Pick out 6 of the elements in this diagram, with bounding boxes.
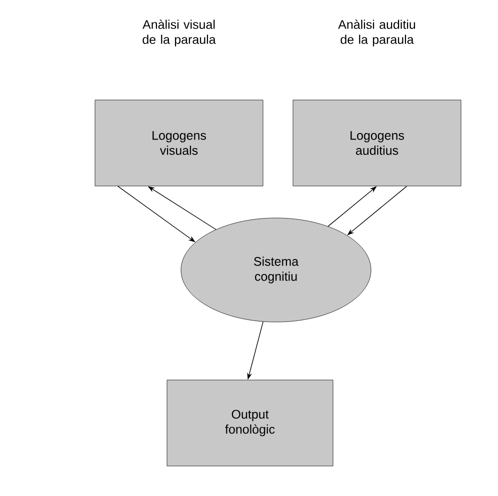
process-box: Logogens visuals xyxy=(94,100,264,186)
process-box: Output fonològic xyxy=(166,380,334,466)
process-box: Logogens auditius xyxy=(292,100,462,186)
heading-label: Anàlisi auditiu de la paraula xyxy=(338,20,416,46)
ellipse-node: Sistema cognitiu xyxy=(180,218,372,322)
heading-label: Anàlisi visual de la paraula xyxy=(142,20,216,46)
